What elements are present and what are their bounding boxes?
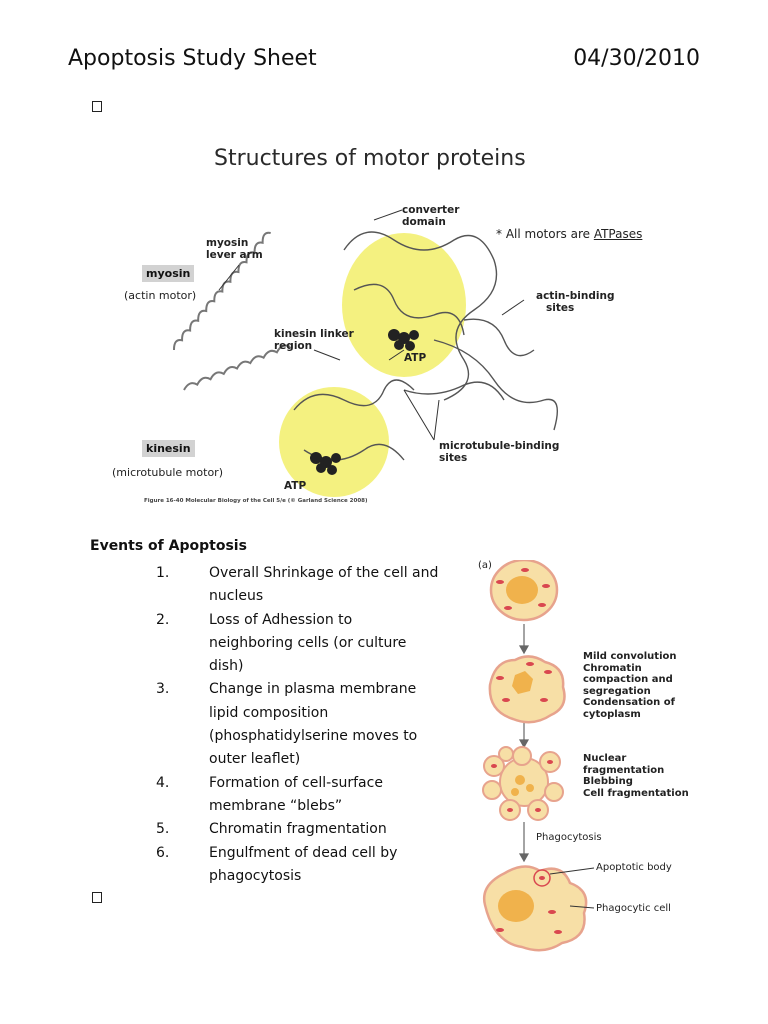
apoptosis-stages-illustration: [482, 560, 595, 952]
panel-label: (a): [478, 560, 492, 571]
cell-organelles: [496, 568, 550, 610]
kinesin-coil: [183, 344, 291, 391]
phagocytic-cell: [482, 865, 588, 952]
document-title: Apoptosis Study Sheet: [68, 46, 317, 71]
myosin-tag: myosin: [142, 265, 195, 282]
apoptosis-stages-figure: (a) Mild convolution Chromatin compactio…: [470, 560, 710, 960]
stage2-labels: Mild convolution Chromatin compaction an…: [583, 651, 677, 720]
microtubule-motor-label: (microtubule motor): [112, 466, 223, 479]
myosin-motor-highlight: [342, 233, 466, 377]
protein-ribbons: [293, 231, 558, 461]
converter-domain-label: converter domain: [402, 204, 460, 228]
stage3-labels: Nuclear fragmentation Blebbing Cell frag…: [583, 753, 689, 799]
atp-label-myosin: ATP: [404, 352, 427, 364]
kinesin-motor-highlight: [279, 387, 389, 497]
apoptotic-body-label: Apoptotic body: [596, 862, 672, 873]
label-leader-lines: [218, 209, 525, 441]
kinesin-tag: kinesin: [142, 440, 195, 457]
normal-nucleus: [506, 576, 538, 604]
microtubule-binding-sites-label: microtubule-binding sites: [439, 440, 560, 464]
motor-proteins-figure: Structures of motor proteins converter d…: [104, 140, 684, 520]
phagocytosis-label: Phagocytosis: [536, 832, 602, 843]
motor-proteins-illustration: [172, 209, 558, 497]
figure-caption: Figure 16-40 Molecular Biology of the Ce…: [144, 498, 368, 504]
checkbox-glyph: [92, 101, 102, 112]
document-date: 04/30/2010: [573, 46, 700, 71]
condensed-nucleus: [512, 671, 533, 694]
actin-motor-label: (actin motor): [124, 289, 197, 302]
figure-title: Structures of motor proteins: [214, 146, 526, 171]
stage-leader-lines: [549, 867, 595, 909]
myosin-lever-coil: [172, 231, 271, 351]
atp-molecules: [310, 329, 419, 475]
events-heading: Events of Apoptosis: [90, 538, 247, 554]
actin-binding-sites-label: actin-binding sites: [536, 290, 615, 314]
kinesin-linker-label: kinesin linker region: [274, 328, 354, 352]
checkbox-glyph: [92, 892, 102, 903]
stage-arrows: [518, 624, 530, 863]
myosin-lever-arm-label: myosin lever arm: [206, 237, 263, 261]
list-item: 5. Chromatin fragmentation: [156, 821, 387, 838]
atp-label-kinesin: ATP: [284, 480, 307, 492]
phagocytic-cell-label: Phagocytic cell: [596, 903, 671, 914]
phagocyte-nucleus: [498, 890, 534, 922]
atpases-note: * All motors are ATPases: [496, 227, 643, 241]
